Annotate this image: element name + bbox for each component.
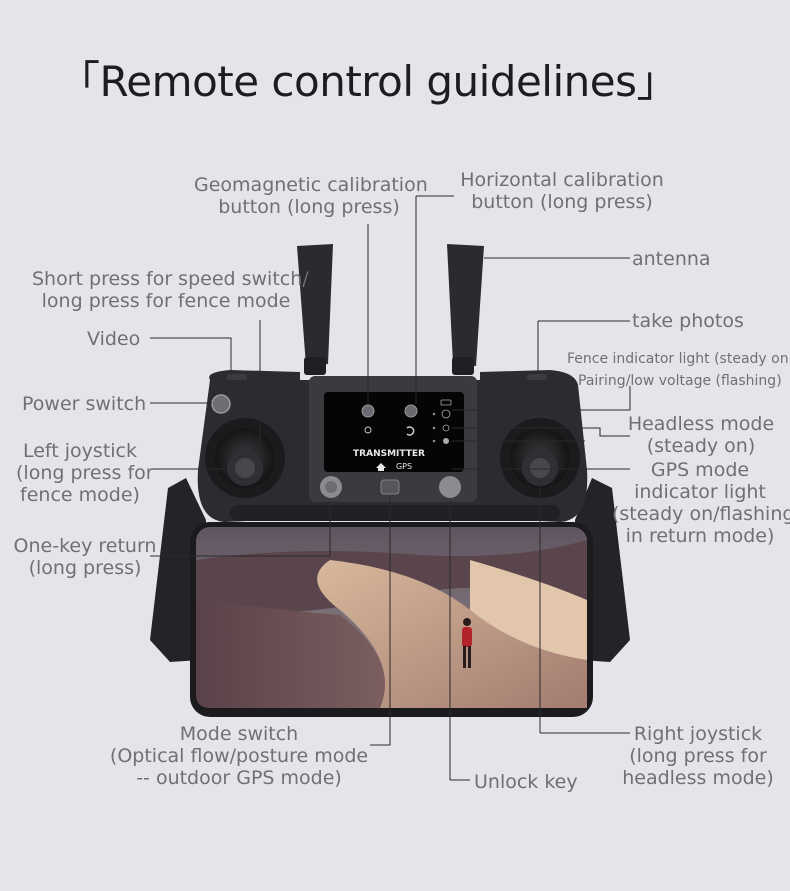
label-right-joystick-line3: headless mode) [622,767,774,789]
label-fence-indicator: Fence indicator light (steady on) [567,351,790,367]
antenna-left [297,244,333,375]
one-key-return-button-inner [325,481,337,493]
leader-lines [150,195,631,781]
label-headless-line1: Headless mode [627,413,775,435]
home-icon [376,463,386,471]
label-take-photos: take photos [632,310,744,332]
label-left-joystick-line2: (long press for [16,462,154,484]
label-horizontal-line2: button (long press) [471,191,653,213]
label-horizontal-line1: Horizontal calibration [460,169,664,191]
label-right-joystick-line2: (long press for [629,745,767,767]
compass-icon [364,426,372,434]
mode-switch[interactable] [380,479,400,495]
screen-gps-text: GPS [396,462,412,471]
label-antenna: antenna [632,248,711,270]
geomagnetic-calibration-button[interactable] [361,404,375,418]
title-close-bracket: 」 [636,57,678,106]
label-one-key-line2: (long press) [28,557,142,579]
rotate-icon [406,426,415,436]
left-joystick[interactable] [205,418,285,498]
label-speed-switch-line1: Short press for speed switch/ [32,268,309,290]
label-gps-line3: (steady on/flashing [612,503,790,525]
label-right-joystick-line1: Right joystick [633,723,763,745]
label-pairing: Pairing/low voltage (flashing) [578,373,782,389]
label-video: Video [87,328,141,350]
label-left-joystick-line1: Left joystick [22,440,137,462]
indicator-lights [432,399,452,444]
smartphone [190,522,593,717]
screen-panel [324,392,464,472]
label-geomagnetic-line1: Geomagnetic calibration [194,174,428,196]
antenna-right [447,244,484,375]
label-gps-mode: GPS mode indicator light (steady on/flas… [612,459,790,547]
label-power-switch: Power switch [22,393,147,415]
horizontal-calibration-button[interactable] [404,404,418,418]
video-button[interactable] [227,374,247,380]
person-figure [462,618,472,668]
screen-transmitter-text: TRANSMITTER [353,449,425,459]
unlock-key-button[interactable] [439,476,461,498]
label-left-joystick-line3: fence mode) [20,484,140,506]
label-gps-line2: indicator light [634,481,766,503]
label-mode-switch-line1: Mode switch [179,723,299,745]
label-geomagnetic-line2: button (long press) [218,196,400,218]
right-joystick[interactable] [500,418,580,498]
controller-bottom-bar [230,505,560,521]
label-speed-switch-line2: long press for fence mode [41,290,291,312]
label-gps-line1: GPS mode [650,459,750,481]
label-horizontal-calibration: Horizontal calibration button (long pres… [452,169,672,213]
label-one-key-line1: One-key return [13,535,157,557]
label-speed-switch: Short press for speed switch/ long press… [32,268,309,312]
label-mode-switch-line2: (Optical flow/posture mode [109,745,369,767]
title-open-bracket: 「 [58,57,100,106]
take-photos-button[interactable] [527,374,547,380]
label-headless-mode: Headless mode (steady on) [626,413,776,457]
label-right-joystick: Right joystick (long press for headless … [622,723,774,789]
label-one-key-return: One-key return (long press) [12,535,158,579]
title-text: Remote control guidelines [99,57,637,106]
label-mode-switch-line3: -- outdoor GPS mode) [136,767,342,789]
power-switch[interactable] [211,394,231,414]
label-mode-switch: Mode switch (Optical flow/posture mode -… [108,723,370,789]
label-headless-line2: (steady on) [646,435,756,457]
page-title: 「Remote control guidelines」 [58,48,678,109]
label-geomagnetic-calibration: Geomagnetic calibration button (long pre… [194,174,428,218]
label-left-joystick: Left joystick (long press for fence mode… [16,440,154,506]
label-unlock-key: Unlock key [474,771,578,793]
label-gps-line4: in return mode) [625,525,775,547]
